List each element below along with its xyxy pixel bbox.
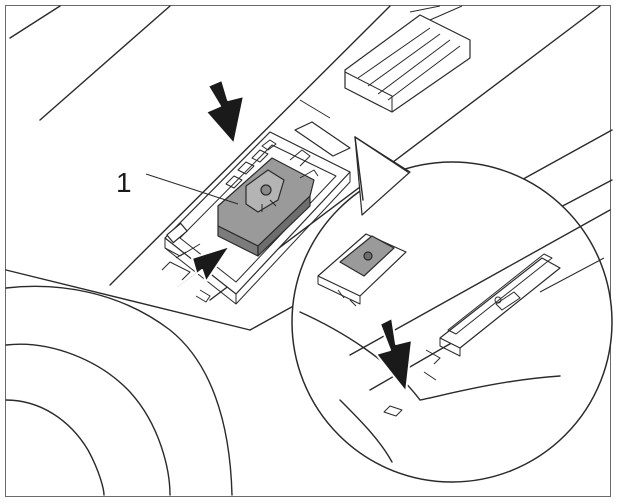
callout-number-1: 1 — [116, 167, 132, 198]
gray-part — [217, 149, 319, 257]
dashed-guides — [161, 121, 351, 303]
down-arrow-icon — [205, 79, 245, 145]
roller-cylinder — [5, 285, 233, 496]
diagonal-arrow-icon — [171, 245, 231, 291]
zoom-contents — [299, 209, 611, 463]
zoom-magnifier — [291, 136, 613, 483]
push-arrows — [171, 79, 245, 291]
down-arrow-icon — [375, 317, 413, 393]
callout: 1 — [116, 167, 239, 205]
top-latch-part — [344, 5, 471, 113]
